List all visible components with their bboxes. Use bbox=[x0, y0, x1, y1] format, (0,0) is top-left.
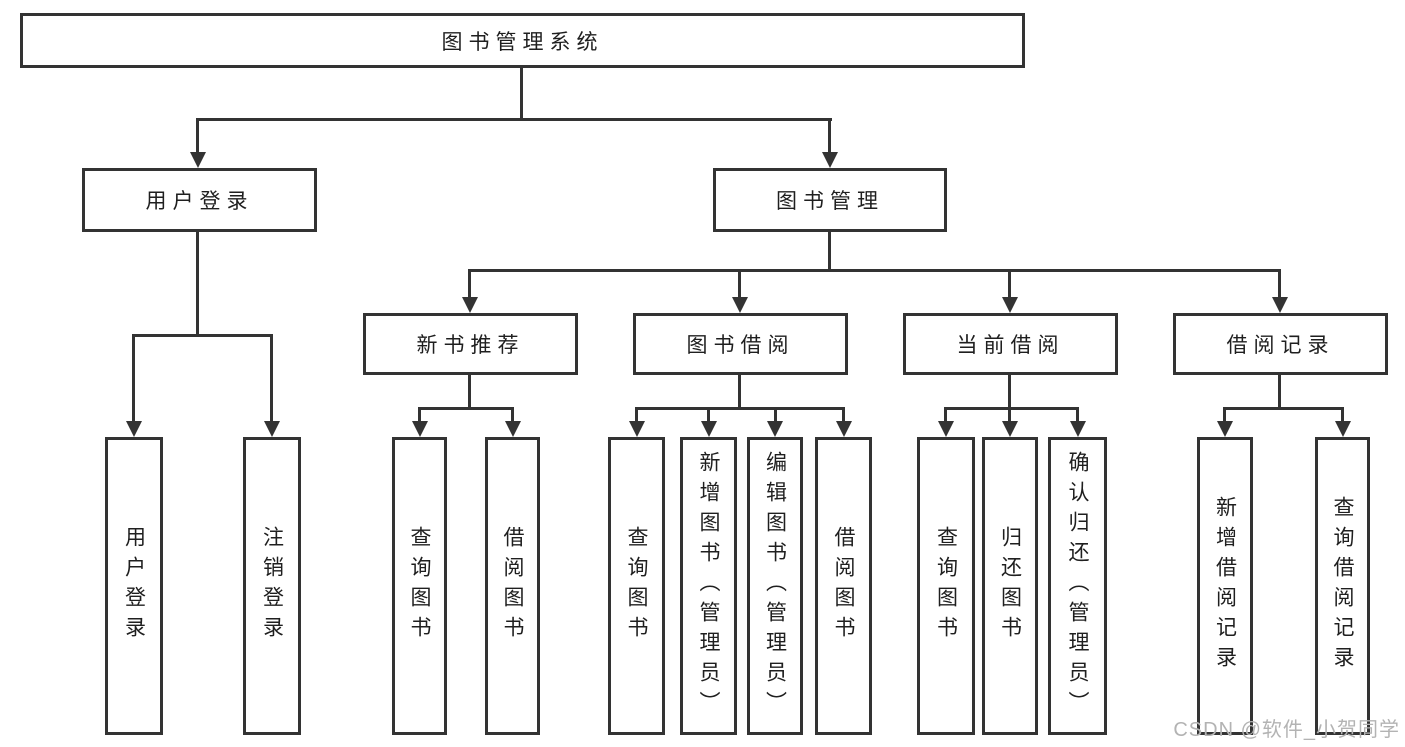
arrowhead-cb-leaf2 bbox=[1002, 421, 1018, 437]
node-library-management-system-label: 图书管理系统 bbox=[441, 30, 604, 54]
leaf-cb-confirm-return-admin-label: 确认归还（管理员） bbox=[1066, 451, 1089, 721]
arrowhead-br-leaf1 bbox=[1217, 421, 1233, 437]
edge-cb-leaf2 bbox=[1008, 407, 1011, 423]
edge-to-book-management bbox=[828, 118, 831, 154]
arrowhead-bb-leaf3 bbox=[767, 421, 783, 437]
node-current-borrowing: 当前借阅 bbox=[903, 313, 1118, 375]
node-book-borrowing-label: 图书借阅 bbox=[686, 334, 795, 357]
leaf-bb-borrow-books: 借阅图书 bbox=[815, 437, 872, 735]
leaf-logout: 注销登录 bbox=[243, 437, 301, 735]
arrowhead-nbr-leaf1 bbox=[412, 421, 428, 437]
arrowhead-user-login bbox=[190, 152, 206, 168]
leaf-cb-confirm-return-admin: 确认归还（管理员） bbox=[1048, 437, 1107, 735]
arrowhead-current-borrowing bbox=[1002, 297, 1018, 313]
leaf-cb-query-books: 查询图书 bbox=[917, 437, 975, 735]
leaf-br-query-record-label: 查询借阅记录 bbox=[1331, 496, 1354, 676]
node-current-borrowing-label: 当前借阅 bbox=[956, 334, 1065, 357]
edge-cb-rail bbox=[944, 407, 1079, 410]
edge-to-book-borrowing bbox=[738, 269, 741, 299]
leaf-br-query-record: 查询借阅记录 bbox=[1315, 437, 1370, 735]
edge-to-logout-leaf bbox=[270, 334, 273, 423]
arrowhead-nbr-leaf2 bbox=[505, 421, 521, 437]
edge-to-login-leaf bbox=[132, 334, 135, 423]
edge-to-current-borrowing bbox=[1008, 269, 1011, 299]
arrowhead-cb-leaf3 bbox=[1070, 421, 1086, 437]
leaf-bb-add-books-admin: 新增图书（管理员） bbox=[680, 437, 737, 735]
leaf-nbr-query-books-label: 查询图书 bbox=[408, 526, 431, 646]
arrowhead-borrowing-records bbox=[1272, 297, 1288, 313]
edge-nbr-rail bbox=[418, 407, 514, 410]
edge-cb-leaf1 bbox=[944, 407, 947, 423]
node-user-login: 用户登录 bbox=[82, 168, 317, 232]
edge-user-login-rail bbox=[132, 334, 273, 337]
arrowhead-cb-leaf1 bbox=[938, 421, 954, 437]
arrowhead-br-leaf2 bbox=[1335, 421, 1351, 437]
edge-level2-rail bbox=[196, 118, 832, 121]
csdn-watermark: CSDN @软件_小贺同学 bbox=[1173, 719, 1400, 741]
edge-bb-leaf4 bbox=[842, 407, 845, 423]
arrowhead-logout-leaf bbox=[264, 421, 280, 437]
arrowhead-bb-leaf2 bbox=[701, 421, 717, 437]
edge-level3-rail bbox=[468, 269, 1281, 272]
leaf-cb-return-books: 归还图书 bbox=[982, 437, 1038, 735]
leaf-nbr-query-books: 查询图书 bbox=[392, 437, 447, 735]
edge-br-stem bbox=[1278, 373, 1281, 409]
edge-bb-leaf3 bbox=[774, 407, 777, 423]
leaf-logout-label: 注销登录 bbox=[260, 526, 284, 646]
node-book-borrowing: 图书借阅 bbox=[633, 313, 848, 375]
leaf-cb-return-books-label: 归还图书 bbox=[998, 526, 1022, 646]
leaf-bb-edit-books-admin-label: 编辑图书（管理员） bbox=[763, 451, 787, 721]
node-new-book-recommend: 新书推荐 bbox=[363, 313, 578, 375]
edge-root-stem bbox=[520, 66, 523, 120]
edge-to-borrowing-records bbox=[1278, 269, 1281, 299]
edge-to-user-login bbox=[196, 118, 199, 154]
edge-nbr-leaf1 bbox=[418, 407, 421, 423]
edge-cb-stem bbox=[1008, 373, 1011, 409]
edge-bb-rail bbox=[635, 407, 845, 410]
edge-cb-leaf3 bbox=[1076, 407, 1079, 423]
arrowhead-bb-leaf4 bbox=[836, 421, 852, 437]
node-user-login-label: 用户登录 bbox=[145, 190, 254, 213]
leaf-bb-add-books-admin-label: 新增图书（管理员） bbox=[697, 451, 720, 721]
leaf-nbr-borrow-books: 借阅图书 bbox=[485, 437, 540, 735]
edge-br-leaf1 bbox=[1223, 407, 1226, 423]
edge-br-leaf2 bbox=[1341, 407, 1344, 423]
edge-bb-leaf1 bbox=[635, 407, 638, 423]
leaf-bb-edit-books-admin: 编辑图书（管理员） bbox=[747, 437, 803, 735]
edge-user-login-stem bbox=[196, 230, 199, 336]
node-new-book-recommend-label: 新书推荐 bbox=[416, 334, 525, 357]
leaf-br-add-record-label: 新增借阅记录 bbox=[1213, 496, 1237, 676]
edge-br-rail bbox=[1223, 407, 1344, 410]
leaf-bb-query-books: 查询图书 bbox=[608, 437, 665, 735]
arrowhead-login-leaf bbox=[126, 421, 142, 437]
edge-bb-leaf2 bbox=[707, 407, 710, 423]
edge-bb-stem bbox=[738, 373, 741, 409]
leaf-user-login-label: 用户登录 bbox=[122, 526, 146, 646]
node-book-management: 图书管理 bbox=[713, 168, 947, 232]
arrowhead-bb-leaf1 bbox=[629, 421, 645, 437]
edge-nbr-stem bbox=[468, 373, 471, 409]
arrowhead-new-book-recommend bbox=[462, 297, 478, 313]
leaf-nbr-borrow-books-label: 借阅图书 bbox=[501, 526, 524, 646]
node-borrowing-records-label: 借阅记录 bbox=[1226, 334, 1335, 357]
leaf-cb-query-books-label: 查询图书 bbox=[934, 526, 958, 646]
edge-book-management-stem bbox=[828, 230, 831, 271]
leaf-user-login: 用户登录 bbox=[105, 437, 163, 735]
node-library-management-system: 图书管理系统 bbox=[20, 13, 1025, 68]
arrowhead-book-management bbox=[822, 152, 838, 168]
leaf-bb-borrow-books-label: 借阅图书 bbox=[832, 526, 855, 646]
node-borrowing-records: 借阅记录 bbox=[1173, 313, 1388, 375]
leaf-bb-query-books-label: 查询图书 bbox=[625, 526, 648, 646]
arrowhead-book-borrowing bbox=[732, 297, 748, 313]
edge-nbr-leaf2 bbox=[511, 407, 514, 423]
node-book-management-label: 图书管理 bbox=[776, 190, 884, 213]
edge-to-new-book-recommend bbox=[468, 269, 471, 299]
leaf-br-add-record: 新增借阅记录 bbox=[1197, 437, 1253, 735]
